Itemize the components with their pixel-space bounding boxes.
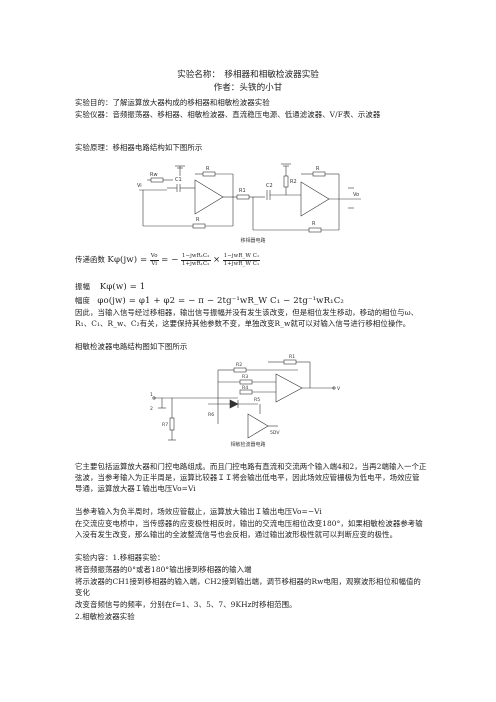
paragraph-detector-intro: 相敏检波器电路结构图如下图所示 (75, 342, 188, 351)
instruments-line: 实验仪器：音频振荡器、移相器、相敏检波器、直流稳压电源、低通滤波器、V/F表、示… (75, 110, 381, 119)
paragraph-step-2: 将示波器的CH1接到移相器的输入端，CH2接到输出端，调节移相器的Rw电阻，观察… (75, 577, 421, 598)
frac1-den: 1+jwR₁C₂ (181, 260, 210, 267)
frac1-num: 1−jwR₁C₂ (180, 253, 211, 261)
paragraph-bridge: 在交流应变电桥中，当传感器的应变极性相反时，输出的交流电压相位改变180°，如果… (75, 519, 423, 540)
label-r1: R1 (239, 188, 246, 194)
transfer-times: × (212, 255, 221, 265)
label-r5: R5 (254, 397, 260, 403)
transfer-label: 传递函数 (75, 255, 105, 264)
label-v: V (337, 386, 341, 392)
principle-line: 实验原理：移相器电路结构如下图所示 (75, 143, 203, 152)
fig1-caption: 移相器电路 (240, 238, 266, 244)
fig2-caption: 相敏检波器电路 (230, 442, 266, 448)
label-r4: R4 (242, 385, 248, 391)
transfer-lhs: Kφ(jw) = (107, 255, 148, 265)
phase-expr: φo(jw) = φ1 + φ2 = − π − 2tg⁻¹wR_W C₁ − … (97, 296, 344, 306)
label-r7: R7 (162, 422, 168, 428)
phase-shifter-circuit-figure: Rw C1 R1 R R C2 R2 R R Vi Vo 移相器电路 (133, 158, 370, 244)
amplitude-label: 振幅 (75, 282, 90, 291)
transfer-eq: = − (161, 255, 179, 265)
purpose-line: 实验目的：了解运算放大器构成的移相器和相敏检波器实验 (75, 98, 270, 107)
label-vi: Vi (137, 183, 142, 189)
phase-detector-schematic: R1 R2 R3 R4 R5 R6 R7 V 1 2 5DV (150, 354, 341, 441)
paragraph-detector-heading: 2.相敏检波器实验 (75, 612, 135, 621)
label-r-b: R (196, 217, 200, 223)
label-rw: Rw (150, 172, 158, 178)
label-r-a: R (206, 166, 210, 172)
frac2-den: 1+jwR_W C₁ (223, 260, 260, 267)
label-c2: C2 (266, 183, 273, 189)
paragraph-negative-half: 当参考输入为负半周时，场效应管截止，运算放大输出Ｉ输出电压Vo=−Vi (75, 507, 322, 516)
label-vo: Vo (353, 192, 359, 198)
label-5dv: 5DV (270, 430, 280, 436)
label-r-c: R (316, 166, 320, 172)
phase-detector-circuit-figure: R1 R2 R3 R4 R5 R6 R7 V 1 2 5DV 相敏检波器电路 (148, 354, 348, 450)
frac-vi: Vi (151, 260, 158, 267)
paragraph-content-heading: 实验内容：1.移相器实验： (75, 553, 165, 562)
label-r2: R2 (236, 362, 242, 368)
label-1: 1 (150, 392, 153, 398)
paragraph-phase-explanation: 因此，当输入信号经过移相器，输出信号振幅并没有发生该改变，但是相位发生移动，移动… (75, 308, 419, 329)
frac2-num: 1−jwR_W C₁ (222, 253, 261, 261)
label-r3: R3 (242, 374, 248, 380)
paragraph-step-1: 将音频振荡器的0°或者180°输出接到移相器的输入端 (75, 565, 252, 574)
label-r-d: R (312, 221, 316, 227)
label-2: 2 (150, 406, 153, 412)
amplitude-expr: Kφ(w) = 1 (99, 282, 146, 292)
doc-author: 作者：头铁的小甘 (213, 83, 283, 93)
amplitude-line: 振幅 Kφ(w) = 1 (75, 281, 427, 293)
label-r1: R1 (289, 354, 295, 360)
phase-label: 幅度 (75, 296, 90, 305)
paragraph-detector-description: 它主要包括运算放大器和门控电路组成。而且门控电路有直流和交流两个输入端4和2，当… (75, 462, 427, 494)
doc-title: 实验名称： 移相器和相敏检波器实验 (177, 70, 319, 80)
label-c1: C1 (175, 177, 182, 183)
paragraph-step-3: 改变音频信号的频率，分别在f=1、3、5、7、9KHz时移相范围。 (75, 600, 297, 609)
label-r6: R6 (208, 412, 214, 418)
label-r2: R2 (290, 179, 297, 185)
frac-vo: Vo (149, 253, 159, 261)
phase-line: 幅度 φo(jw) = φ1 + φ2 = − π − 2tg⁻¹wR_W C₁… (75, 295, 427, 307)
phase-shifter-schematic: Rw C1 R1 R R C2 R2 R R Vi Vo (137, 163, 361, 233)
